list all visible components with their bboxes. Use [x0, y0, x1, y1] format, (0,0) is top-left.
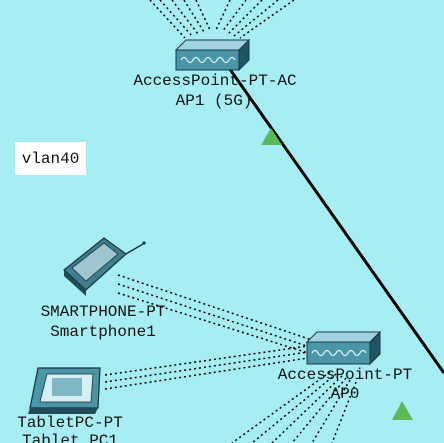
- tablet-icon[interactable]: [28, 367, 101, 414]
- ap-ac-name-label: AP1 (5G): [175, 92, 253, 110]
- ap0-name-label: AP0: [330, 385, 360, 403]
- link-status-up-icon: [392, 401, 413, 420]
- ap-ac-model-label: AccessPoint-PT-AC: [133, 72, 297, 90]
- vlan-note-label[interactable]: vlan40: [15, 142, 86, 175]
- smartphone-icon[interactable]: [63, 237, 146, 296]
- wireless-signal-tablet: [104, 345, 309, 390]
- ethernet-link[interactable]: [220, 57, 444, 374]
- ap0-model-label: AccessPoint-PT: [277, 366, 413, 384]
- wireless-signal-bottom: [231, 371, 357, 443]
- smartphone-name-label: Smartphone1: [50, 323, 156, 341]
- tablet-name-label: Tablet PC1: [21, 432, 118, 443]
- tablet-model-label: TabletPC-PT: [17, 414, 123, 432]
- link-status-up-icon: [261, 128, 282, 145]
- wireless-signal-top: [149, 0, 295, 39]
- access-point-icon[interactable]: [305, 330, 382, 366]
- access-point-ac-icon[interactable]: [174, 38, 251, 72]
- wireless-signal-smartphone: [117, 274, 313, 354]
- smartphone-model-label: SMARTPHONE-PT: [40, 303, 166, 321]
